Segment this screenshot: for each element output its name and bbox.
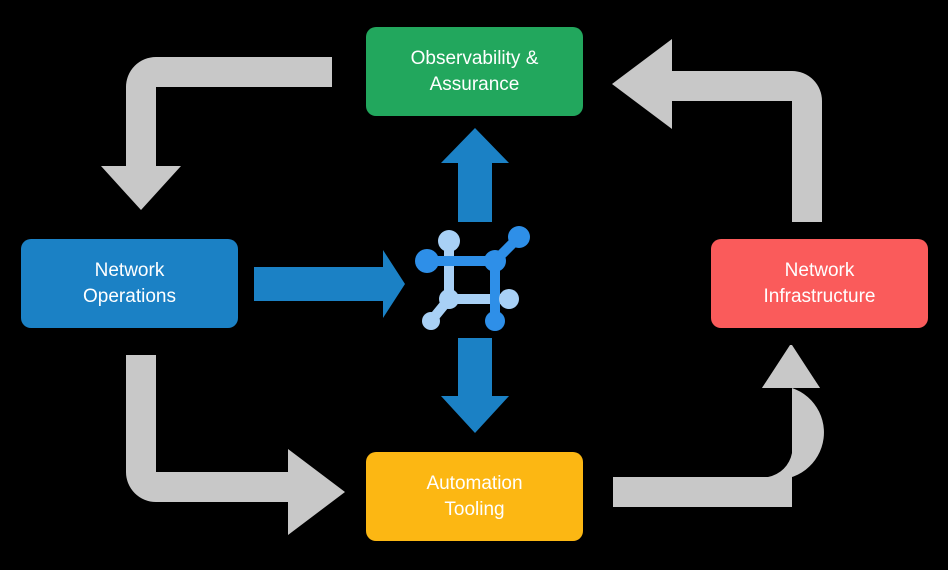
gray-arrow-netinfra-to-observability	[612, 39, 822, 222]
gray-arrow-automation-to-netinfra	[613, 345, 824, 507]
gray-arrow-observability-to-netops	[101, 57, 332, 210]
blue-arrow-center-to-observability	[441, 128, 509, 222]
blue-arrow-netops-to-center	[254, 250, 405, 318]
node-box-observability[interactable]: Observability & Assurance	[366, 27, 583, 116]
network-icon-nodes	[415, 226, 530, 331]
gray-arrow-netops-to-automation	[126, 355, 345, 535]
node-box-automation-tooling[interactable]: Automation Tooling	[366, 452, 583, 541]
node-box-network-infrastructure[interactable]: Network Infrastructure	[711, 239, 928, 328]
network-topology-icon	[415, 226, 530, 331]
blue-arrow-center-to-automation	[441, 338, 509, 433]
node-box-network-operations[interactable]: Network Operations	[21, 239, 238, 328]
